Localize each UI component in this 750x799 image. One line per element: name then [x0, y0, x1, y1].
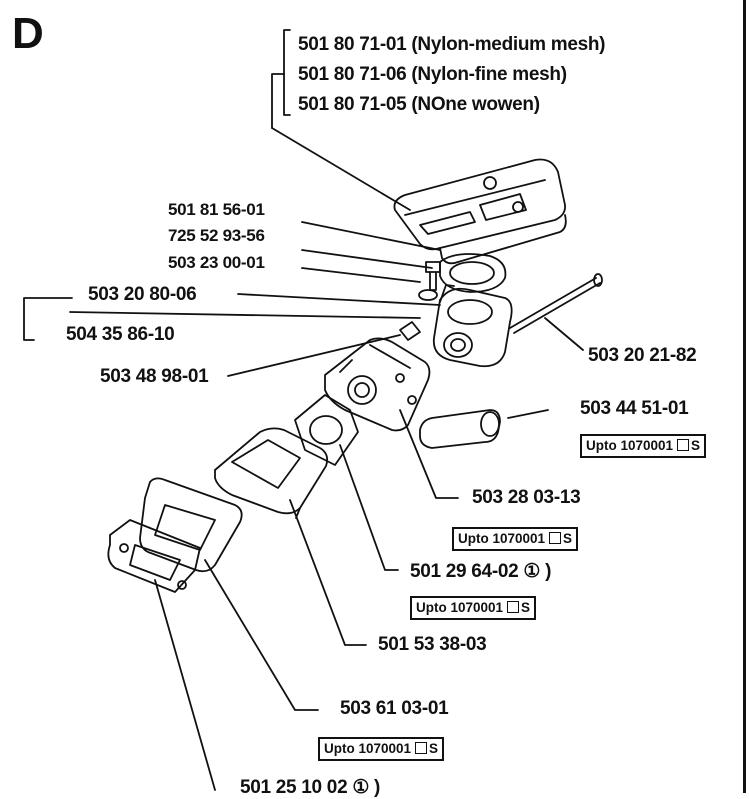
filter-option-2-desc: (Nylon-fine mesh) — [411, 64, 567, 85]
leader-503-20-21-82 — [544, 317, 584, 351]
leader-501-25-10-02 — [154, 579, 216, 791]
serial-box-suffix: S — [691, 438, 701, 453]
leader-725-52-93-56 — [301, 249, 433, 269]
square-icon — [677, 439, 690, 451]
label-725-52-93-56: 725 52 93-56 — [168, 226, 265, 245]
leader-503-48-98-01 — [227, 334, 401, 377]
label-501-81-56-01: 501 81 56-01 — [168, 200, 265, 219]
label-501-53-38-03: 501 53 38-03 — [378, 634, 487, 655]
filter-bracket-stub — [271, 73, 285, 129]
flange-gasket-part — [107, 519, 201, 593]
label-503-44-51-01: 503 44 51-01 — [580, 398, 689, 419]
serial-box-text: Upto 1070001 — [586, 438, 674, 453]
filter-option-3-partno: 501 80 71-05 — [298, 94, 407, 115]
serial-box-503-44-51-01: Upto 1070001 S — [580, 434, 707, 458]
label-503-23-00-01: 503 23 00-01 — [168, 253, 265, 272]
serial-box-503-28-03-13: Upto 1070001 S — [452, 527, 579, 551]
serial-box-text: Upto 1070001 — [324, 741, 412, 756]
intake-block-part — [214, 427, 329, 519]
carb-gasket-part — [294, 394, 359, 466]
serial-box-suffix: S — [521, 600, 531, 615]
leader-501-81-56-01 — [301, 221, 441, 251]
label-503-20-21-82: 503 20 21-82 — [588, 345, 697, 366]
leader-503-20-80-06 — [237, 293, 441, 306]
label-503-20-80-06: 503 20 80-06 — [88, 284, 197, 305]
filter-option-3: 501 80 71-05 (NOne wowen) — [298, 94, 540, 116]
page-border — [743, 0, 746, 793]
small-spacer-part — [399, 321, 421, 341]
leader-filter — [271, 127, 411, 211]
filter-option-1-partno: 501 80 71-01 — [298, 34, 407, 55]
serial-box-501-29-64-02: Upto 1070001 S — [410, 596, 537, 620]
serial-box-text: Upto 1070001 — [458, 531, 546, 546]
bracket-left-504 — [23, 297, 73, 341]
filter-option-2: 501 80 71-06 (Nylon-fine mesh) — [298, 64, 567, 86]
section-letter: D — [12, 9, 44, 58]
label-501-29-64-02: 501 29 64-02 ① ) — [410, 561, 552, 582]
leader-504-35-86-10 — [69, 311, 421, 319]
leader-503-23-00-01 — [301, 267, 421, 283]
leader-503-44-51-01 — [507, 409, 549, 419]
serial-box-503-61-03-01: Upto 1070001 S — [318, 737, 445, 761]
square-icon — [507, 601, 520, 613]
serial-box-suffix: S — [429, 741, 439, 756]
leader-503-28-03-13 — [399, 409, 459, 499]
label-503-48-98-01: 503 48 98-01 — [100, 366, 209, 387]
label-503-61-03-01: 503 61 03-01 — [340, 698, 449, 719]
washer-part — [418, 289, 438, 301]
serial-box-text: Upto 1070001 — [416, 600, 504, 615]
filter-bracket — [283, 29, 291, 116]
serial-box-suffix: S — [563, 531, 573, 546]
square-icon — [549, 532, 562, 544]
air-filter-part — [393, 158, 567, 265]
filter-option-1-desc: (Nylon-medium mesh) — [411, 34, 606, 55]
leader-503-61-03-01 — [204, 559, 319, 711]
screw-part — [425, 261, 441, 291]
fuel-fitting-part — [419, 409, 501, 449]
filter-option-3-desc: (NOne wowen) — [411, 94, 540, 115]
filter-option-2-partno: 501 80 71-06 — [298, 64, 407, 85]
long-bolt-part — [509, 273, 603, 334]
square-icon — [415, 742, 428, 754]
label-503-28-03-13: 503 28 03-13 — [472, 487, 581, 508]
label-504-35-86-10: 504 35 86-10 — [66, 324, 175, 345]
label-501-25-10-02: 501 25 10 02 ① ) — [240, 777, 381, 798]
carburetor-part — [324, 337, 431, 432]
leader-501-29-64-02 — [339, 444, 399, 571]
filter-gasket-part — [439, 253, 507, 293]
carb-adapter-part — [432, 284, 513, 368]
filter-option-1: 501 80 71-01 (Nylon-medium mesh) — [298, 34, 606, 56]
leader-501-53-38-03 — [289, 499, 367, 646]
